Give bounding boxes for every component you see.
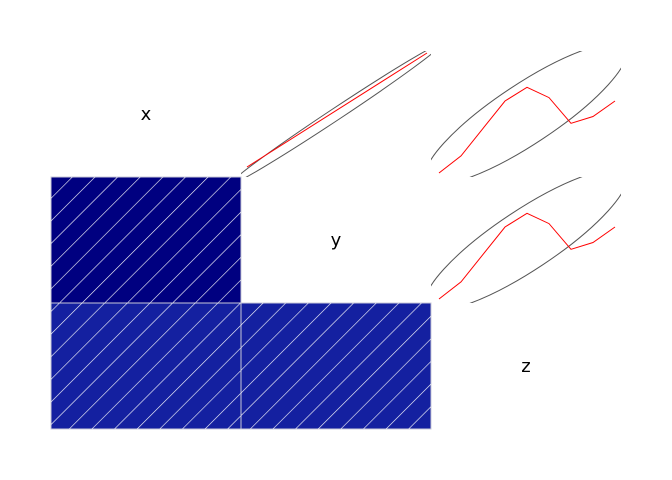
matrix-cell-1-2 — [431, 177, 621, 303]
variable-label: x — [141, 104, 152, 125]
trend-line — [438, 86, 616, 174]
matrix-cell-0-0: x — [141, 104, 152, 125]
matrix-cell-2-1 — [240, 302, 432, 430]
trend-line — [438, 212, 616, 300]
matrix-cell-2-0 — [50, 302, 242, 430]
hatch-overlay — [241, 303, 431, 429]
correlation-ellipse — [431, 177, 621, 303]
variable-label: y — [331, 230, 342, 251]
trend-line — [246, 52, 428, 168]
hatch-overlay — [51, 303, 241, 429]
correlation-ellipse — [431, 51, 621, 177]
matrix-cell-2-2: z — [521, 356, 530, 377]
hatch-overlay — [51, 177, 241, 303]
correlation-ellipse — [241, 51, 431, 177]
matrix-cell-0-2 — [431, 51, 621, 177]
matrix-cell-1-0 — [50, 176, 242, 304]
matrix-cell-1-1: y — [331, 230, 342, 251]
variable-label: z — [521, 356, 530, 377]
matrix-cell-0-1 — [241, 51, 431, 177]
